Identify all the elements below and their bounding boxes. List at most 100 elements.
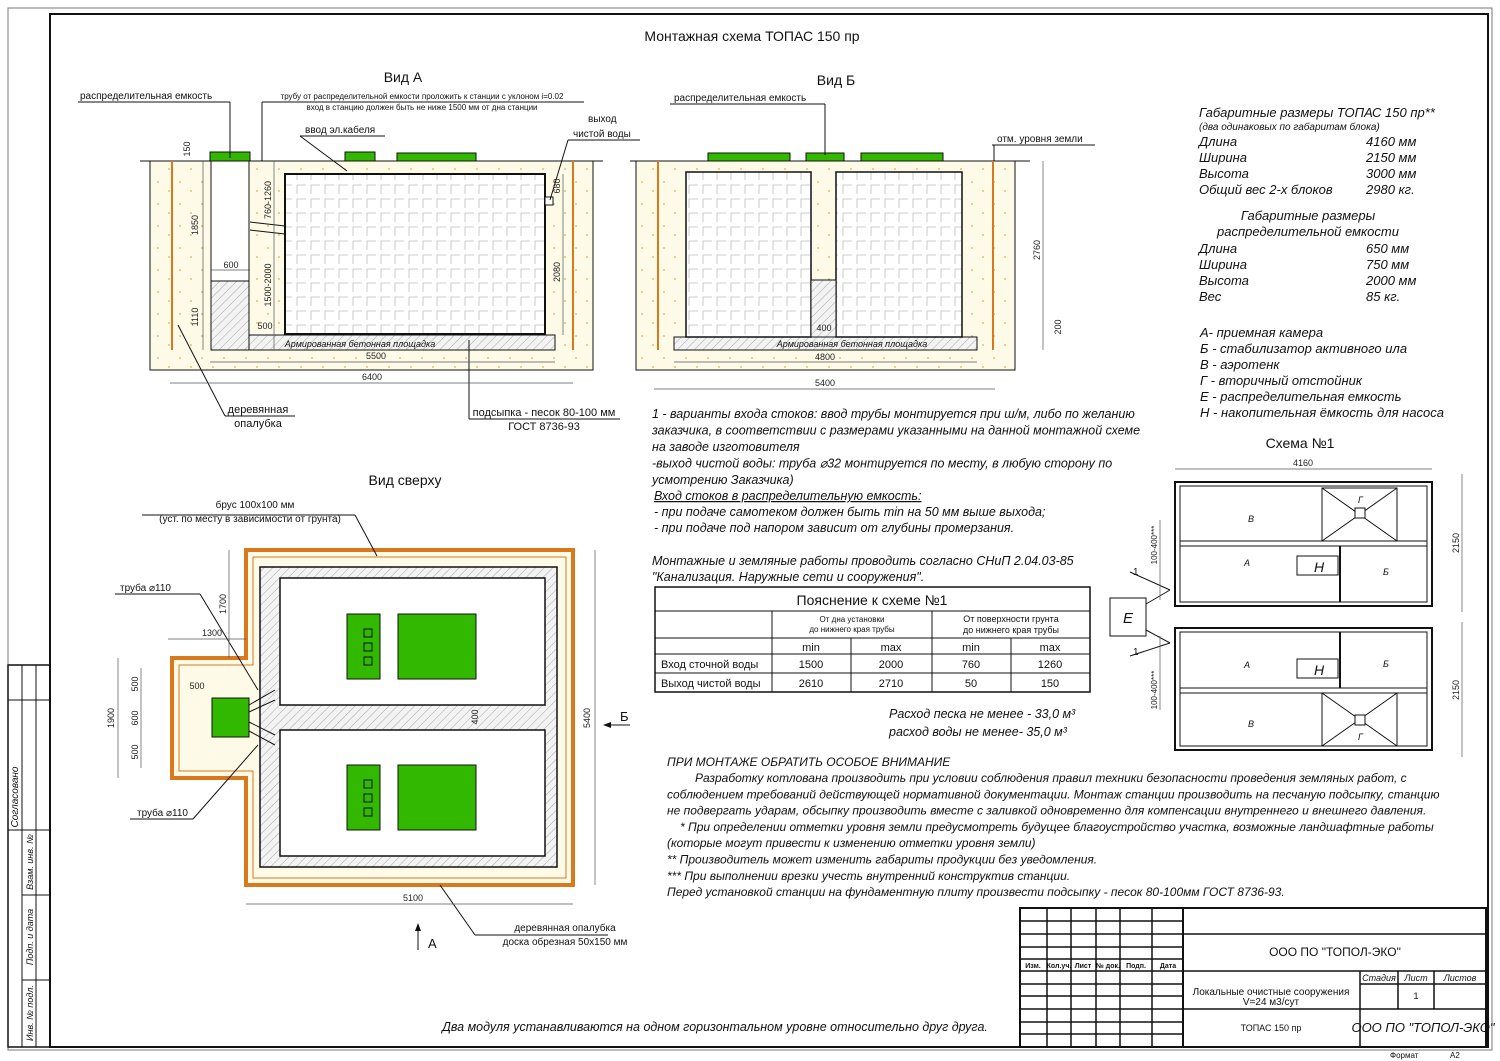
label-beam-2: (уст. по месту в зависимости от грунта) (159, 514, 341, 525)
letter-v: В (1248, 514, 1254, 524)
side-sign-date: Подп. и дата (25, 909, 35, 965)
attention-line: Разработку котлована производить при усл… (695, 771, 1407, 785)
spec-label: Высота (1199, 273, 1249, 288)
scheme-title: Схема №1 (1266, 435, 1335, 451)
view-a: Вид А Армированная бетонная площадка рас… (78, 69, 640, 433)
dim-760-1260: 760-1260 (263, 181, 273, 219)
format-label: Формат (1390, 1051, 1419, 1060)
dim-5400: 5400 (815, 378, 835, 388)
table-cell: 2710 (879, 678, 903, 690)
sheet-label: Лист (1403, 973, 1428, 983)
view-b: Вид Б Армированная бетонная площадка рас… (630, 72, 1095, 390)
letter-a: А (1243, 558, 1250, 568)
table-subheader: min (802, 642, 820, 654)
dim-1110: 1110 (190, 308, 200, 327)
snip-note-1: Монтажные и земляные работы проводить со… (652, 554, 1074, 568)
company-name-italic: ООО ПО "ТОПОЛ-ЭКО" (1351, 1020, 1495, 1035)
notes-underlined: Вход стоков в распределительную емкость: (654, 489, 921, 503)
dim-1850: 1850 (190, 215, 200, 235)
attention-line: Перед установкой станции на фундаментную… (667, 885, 1285, 899)
view-a-title: Вид А (384, 69, 423, 85)
snip-note-2: "Канализация. Наружные сети и сооружения… (652, 570, 924, 584)
pipe-note-1: трубу от распределительной емкости проло… (281, 92, 564, 101)
scheme-1: Схема №1 4160 Е В Г А Н Б А Н Б В Г 1 1 (1109, 435, 1463, 757)
dim-4800: 4800 (815, 352, 835, 362)
letter-b: Б (1383, 567, 1389, 577)
dim-offset-top: 100-400*** (1150, 526, 1159, 565)
table-group-1: до нижнего края трубы (809, 625, 895, 634)
format-value: А2 (1450, 1051, 1460, 1060)
note-line: на заводе изготовителя (652, 440, 800, 454)
slab-label: Армированная бетонная площадка (284, 339, 435, 349)
letter-a: А (1243, 660, 1250, 670)
letter-n: Н (1314, 559, 1325, 575)
explanation-table: Пояснение к схеме №1 От дна установки до… (654, 586, 1091, 693)
dim-600-top: 600 (130, 710, 140, 725)
legend-item: В - аэротенк (1200, 357, 1280, 372)
spec-value: 4160 мм (1366, 134, 1416, 149)
notes-bullet: - при подаче самотеком должен быть min н… (654, 505, 1046, 519)
side-replace-inv: Взам. инв. № (25, 834, 35, 890)
label-outlet-1: выход (588, 114, 617, 125)
side-inv-orig: Инв. № подл. (25, 985, 35, 1041)
dim-150: 150 (182, 141, 192, 156)
section-arrow-a: А (428, 936, 437, 951)
callout-1-bottom: 1 (1133, 647, 1139, 658)
table-cell: 150 (1041, 678, 1059, 690)
label-pipe-bottom: труба ⌀110 (137, 807, 188, 819)
dim-1900: 1900 (106, 708, 116, 728)
attention-notes: ПРИ МОНТАЖЕ ОБРАТИТЬ ОСОБОЕ ВНИМАНИЕ Раз… (667, 755, 1440, 899)
attention-line: *** При выполнении врезки учесть внутрен… (667, 869, 1070, 883)
dim-500-b: 500 (130, 744, 140, 759)
attention-line: * При определении отметки уровня земли п… (680, 820, 1434, 834)
notes-bullet: - при подаче под напором зависит от глуб… (654, 521, 1014, 535)
table-subheader: min (962, 642, 980, 654)
attention-line: ** Производитель может изменить габариты… (667, 853, 1097, 867)
attention-line: соблюдением требований действующей норма… (667, 787, 1440, 801)
object-capacity: V=24 м3/сут (1243, 997, 1300, 1008)
dim-400-top: 400 (470, 709, 480, 724)
label-distribution-tank: распределительная емкость (80, 91, 212, 102)
legend-item: Н - накопительная ёмкость для насоса (1200, 405, 1444, 420)
label-formwork-2: опалубка (234, 418, 283, 430)
sheet-number: 1 (1413, 991, 1418, 1001)
dim-1700: 1700 (218, 594, 228, 614)
dim-offset-bottom: 100-400*** (1150, 671, 1159, 710)
label-formwork-top-1: деревянная опалубка (514, 922, 616, 934)
spec-value: 2150 мм (1365, 150, 1416, 165)
stamp-column-label: Дата (1160, 963, 1176, 970)
dim-2150-bottom: 2150 (1451, 680, 1461, 700)
section-arrow-b: Б (620, 709, 629, 724)
table-cell: 1260 (1038, 659, 1062, 671)
slab-label: Армированная бетонная площадка (776, 339, 927, 349)
view-top-title: Вид сверху (369, 472, 442, 488)
spec-label: Ширина (1199, 257, 1247, 272)
table-subheader: max (881, 642, 902, 654)
dim-400: 400 (816, 323, 831, 333)
dim-1300: 1300 (202, 628, 222, 638)
label-cable: ввод эл.кабеля (305, 124, 375, 136)
spec-label: Длина (1197, 134, 1237, 149)
label-pipe-top: труба ⌀110 (120, 582, 171, 594)
spec-label: Высота (1199, 166, 1249, 181)
note-line: усмотрению Заказчика) (651, 473, 794, 487)
legend-item: Г - вторичный отстойник (1200, 373, 1363, 388)
spec-label: Вес (1199, 289, 1222, 304)
stamp-column-label: Кол.уч. (1047, 963, 1072, 970)
attention-title: ПРИ МОНТАЖЕ ОБРАТИТЬ ОСОБОЕ ВНИМАНИЕ (667, 755, 951, 769)
distribution-tank-top (211, 697, 250, 738)
note-line: 1 - варианты входа стоков: ввод трубы мо… (652, 407, 1135, 421)
tank-dims-title-2: распределительной емкости (1216, 224, 1399, 239)
table-group-2: до нижнего края трубы (963, 625, 1059, 635)
note-line: заказчика, в соответствии с размерами ук… (651, 424, 1140, 438)
dim-2150-top: 2150 (1451, 533, 1461, 553)
view-b-title: Вид Б (817, 72, 855, 88)
label-ground-level: отм. уровня земли (997, 134, 1083, 145)
table-subheader: max (1040, 642, 1061, 654)
water-consumption: расход воды не менее- 35,0 м³ (888, 725, 1068, 739)
table-cell: 50 (965, 678, 977, 690)
label-formwork-top-2: доска обрезная 50х150 мм (503, 936, 628, 948)
specs: Габаритные размеры ТОПАС 150 пр** (два о… (1197, 105, 1444, 420)
dim-5400-top: 5400 (582, 708, 592, 728)
table-row-label: Вход сточной воды (661, 659, 758, 671)
